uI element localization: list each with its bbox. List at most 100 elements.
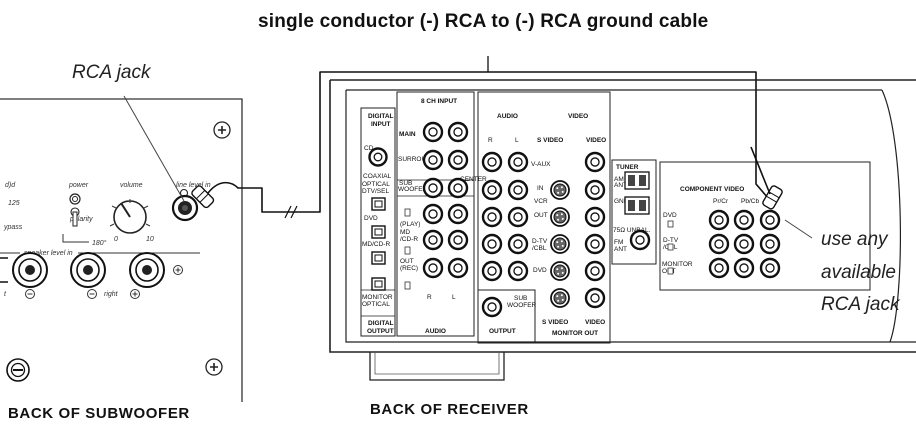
rca-jack[interactable] <box>584 287 606 309</box>
speaker-terminal[interactable] <box>129 252 165 288</box>
label-coaxial: COAXIAL <box>363 173 392 180</box>
receiver-back-panel <box>329 79 916 381</box>
label-component-video: COMPONENT VIDEO <box>680 186 744 193</box>
speaker-terminal[interactable] <box>70 252 106 288</box>
label-dvd: DVD <box>364 215 378 222</box>
receiver-jacks <box>368 121 781 318</box>
optical-jack[interactable] <box>371 197 386 211</box>
label-digital-input-1: DIGITAL <box>368 113 394 120</box>
rca-jack[interactable] <box>447 177 469 199</box>
polarity-switch[interactable] <box>62 207 89 243</box>
label-dtv: D-TV <box>532 238 548 245</box>
available-callout: available <box>821 262 896 283</box>
power-led-icon <box>69 193 81 205</box>
label-monitor-out: MONITOR OUT <box>552 330 598 337</box>
volume-knob[interactable] <box>109 199 151 234</box>
rca-jack[interactable] <box>708 209 730 231</box>
rca-jack[interactable] <box>447 229 469 251</box>
label-optical: OPTICAL <box>362 181 390 188</box>
rca-jack[interactable] <box>422 149 444 171</box>
rca-jack[interactable] <box>481 233 503 255</box>
rca-jack[interactable] <box>759 209 781 231</box>
rca-jack[interactable] <box>733 209 755 231</box>
label-main: MAIN <box>399 131 416 138</box>
receiver-foot <box>369 352 505 381</box>
label-l: L <box>515 137 519 144</box>
sub-label-d: d)d <box>5 182 16 189</box>
rca-jack[interactable] <box>507 151 529 173</box>
rca-jack[interactable] <box>733 257 755 279</box>
rca-jack[interactable] <box>422 229 444 251</box>
label-output: OUTPUT <box>489 328 516 335</box>
sub-label-line-level-in: line level in <box>176 182 211 189</box>
rca-jack[interactable] <box>368 147 388 167</box>
rca-jack[interactable] <box>507 260 529 282</box>
rca-plug-icon <box>191 185 215 209</box>
rca-jack[interactable] <box>584 179 606 201</box>
label-md: MD <box>400 229 410 236</box>
label-sub: SUB <box>399 180 412 187</box>
rca-jack[interactable] <box>422 177 444 199</box>
label-in: IN <box>537 185 544 192</box>
optical-jack[interactable] <box>371 251 386 265</box>
am-antenna-terminal[interactable] <box>624 171 650 190</box>
rca-jack[interactable] <box>447 257 469 279</box>
label-s-video: S VIDEO <box>537 137 563 144</box>
label-s-video-bottom: S VIDEO <box>542 319 568 326</box>
receiver-caption: BACK OF RECEIVER <box>370 401 529 418</box>
label-fm: FM <box>614 239 623 246</box>
rca-jack[interactable] <box>629 229 651 251</box>
rca-jack[interactable] <box>447 149 469 171</box>
s-video-jack[interactable] <box>550 207 570 227</box>
sub-label-0: 0 <box>114 236 118 243</box>
optical-jack[interactable] <box>371 277 386 291</box>
label-r: R <box>488 137 493 144</box>
rca-jack[interactable] <box>584 151 606 173</box>
rca-jack[interactable] <box>481 179 503 201</box>
sub-line-in-rca-jack[interactable] <box>171 194 199 222</box>
rca-jack[interactable] <box>447 121 469 143</box>
label-cd: CD <box>364 145 374 152</box>
rca-jack[interactable] <box>422 121 444 143</box>
rca-jack[interactable] <box>481 151 503 173</box>
label-l-bottom: L <box>452 294 456 301</box>
label-woofer: WOOFER <box>398 186 428 193</box>
label-dvd-cv: DVD <box>663 212 677 219</box>
label-unbal: 75Ω UNBAL. <box>613 227 651 234</box>
rca-jack-callout: RCA jack <box>72 62 151 83</box>
rca-jack[interactable] <box>481 260 503 282</box>
rca-jack[interactable] <box>507 206 529 228</box>
plus-icon <box>130 289 140 299</box>
s-video-jack[interactable] <box>550 261 570 281</box>
rca-jack[interactable] <box>759 233 781 255</box>
rca-jack[interactable] <box>733 233 755 255</box>
optical-jack[interactable] <box>371 225 386 239</box>
rca-jack[interactable] <box>422 203 444 225</box>
s-video-jack[interactable] <box>550 234 570 254</box>
sub-label-power: power <box>68 182 89 189</box>
rca-jack[interactable] <box>584 206 606 228</box>
use-any-leader-line <box>784 219 813 239</box>
rca-jack[interactable] <box>481 296 503 318</box>
rca-jack[interactable] <box>481 206 503 228</box>
rca-jack[interactable] <box>584 233 606 255</box>
speaker-terminal[interactable] <box>12 252 48 288</box>
sub-label-volume: volume <box>120 182 143 189</box>
rca-jack-right-callout: RCA jack <box>821 294 900 315</box>
rca-jack[interactable] <box>584 260 606 282</box>
rca-jack[interactable] <box>759 257 781 279</box>
rca-jack[interactable] <box>447 203 469 225</box>
sub-label-180: 180° <box>92 239 107 247</box>
rca-jack[interactable] <box>507 179 529 201</box>
sub-label-right: right <box>104 291 119 298</box>
rca-jack[interactable] <box>708 233 730 255</box>
s-video-jack[interactable] <box>550 288 570 308</box>
sub-label-125: 125 <box>8 200 20 207</box>
am-antenna-terminal[interactable] <box>624 196 650 215</box>
rca-jack[interactable] <box>422 257 444 279</box>
label-cd-r: /CD-R <box>400 236 418 243</box>
rca-jack[interactable] <box>507 233 529 255</box>
rca-jack[interactable] <box>708 257 730 279</box>
label-optical-out: OPTICAL <box>362 301 390 308</box>
s-video-jack[interactable] <box>550 180 570 200</box>
